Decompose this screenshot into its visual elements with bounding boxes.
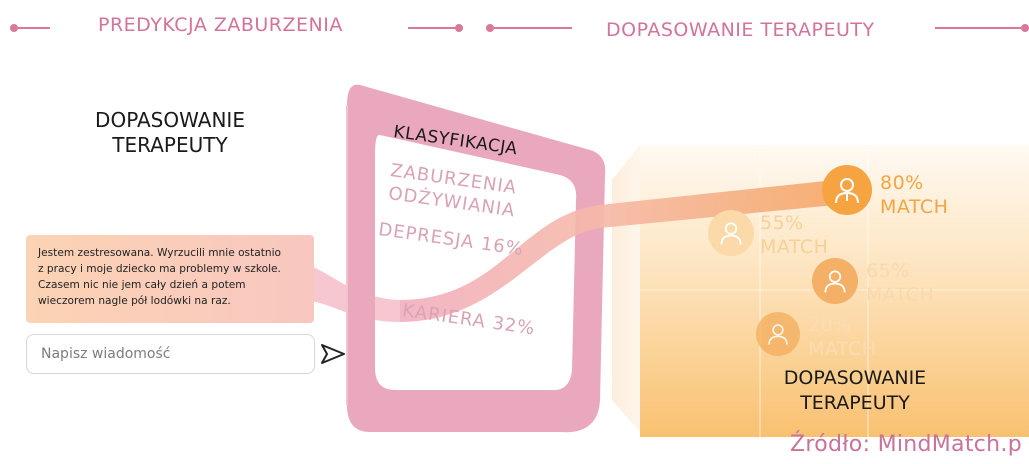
- timeline-dot-middle-right: [486, 24, 494, 32]
- match-percent-65: 65%: [866, 260, 910, 282]
- chat-message-bubble: Jestem zestresowana. Wyrzucili mnie osta…: [26, 235, 314, 323]
- doctor-icon: [768, 324, 788, 345]
- match-label-65: MATCH: [866, 284, 935, 306]
- classification-frame: [347, 84, 606, 433]
- message-input[interactable]: [26, 334, 315, 374]
- source-caption: Źródło: MindMatch.p: [790, 432, 1022, 457]
- block-side: [612, 145, 640, 432]
- right-panel-title: DOPASOWANIE TERAPEUTY: [760, 366, 950, 416]
- stage-label-prediction: PREDYKCJA ZABURZENIA: [98, 14, 343, 36]
- message-line: Czasem nic nie jem cały dzień a potem: [38, 279, 246, 291]
- timeline-line: [935, 27, 1021, 29]
- match-percent-80: 80%: [880, 172, 924, 194]
- therapist-avatar-20[interactable]: [756, 312, 800, 356]
- therapist-avatar-55[interactable]: [708, 210, 754, 256]
- doctor-icon: [824, 270, 846, 293]
- timeline-dot-middle-left: [455, 24, 463, 32]
- timeline-line: [494, 27, 572, 29]
- left-title-line-2: TERAPEUTY: [112, 133, 228, 157]
- match-percent-55: 55%: [760, 212, 804, 234]
- match-label-80: MATCH: [880, 196, 949, 218]
- doctor-icon: [720, 222, 742, 245]
- left-panel-title: DOPASOWANIE TERAPEUTY: [70, 108, 270, 158]
- message-line: wieczorem nagle pół lodówki na raz.: [38, 295, 231, 307]
- match-label-20: MATCH: [808, 338, 877, 360]
- timeline-dot-right: [1021, 24, 1029, 32]
- therapist-avatar-65[interactable]: [812, 258, 858, 304]
- right-title-line-2: TERAPEUTY: [800, 392, 910, 414]
- right-title-line-1: DOPASOWANIE: [783, 367, 927, 389]
- timeline-line: [408, 27, 456, 29]
- doctor-icon: [835, 178, 859, 204]
- stage-label-matching: DOPASOWANIE TERAPEUTY: [606, 19, 875, 41]
- match-label-55: MATCH: [760, 236, 829, 258]
- match-percent-20: 20%: [808, 314, 852, 336]
- timeline-line: [18, 27, 50, 29]
- left-title-line-1: DOPASOWANIE: [95, 108, 245, 132]
- message-line: z pracy i moje dziecko ma problemy w szk…: [38, 263, 281, 275]
- therapist-avatar-80[interactable]: [822, 165, 872, 215]
- message-line: Jestem zestresowana. Wyrzucili mnie osta…: [38, 247, 282, 259]
- send-arrow-icon[interactable]: [320, 343, 346, 365]
- timeline-dot-left: [10, 24, 18, 32]
